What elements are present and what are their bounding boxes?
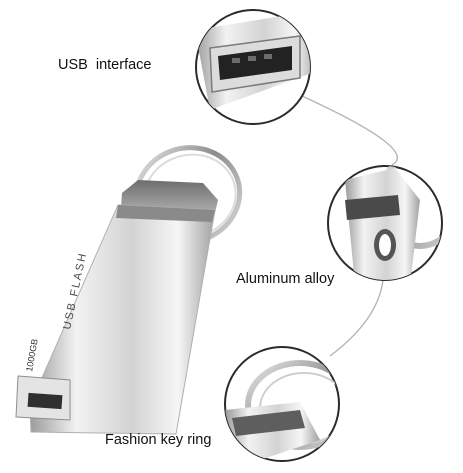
connector-arc <box>329 279 384 357</box>
drive-capacity-text: 1000GB <box>24 338 40 372</box>
connector-arc <box>301 95 398 166</box>
label-aluminum-alloy: Aluminum alloy <box>236 271 335 287</box>
label-key-ring: Fashion key ring <box>105 432 212 448</box>
callout-key-ring <box>224 346 340 462</box>
usb-drive: USB FLASH 1000GB <box>15 145 243 435</box>
callout-usb-interface <box>195 9 311 125</box>
label-usb-interface: USB interface <box>58 57 152 73</box>
callout-aluminum-alloy <box>327 165 443 281</box>
